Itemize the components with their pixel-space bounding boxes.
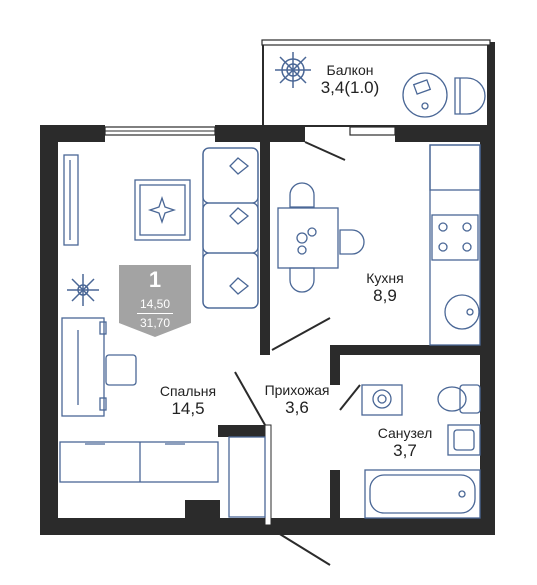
badge-total-area: 31,70 bbox=[139, 316, 171, 330]
bedroom-label: Спальня 14,5 bbox=[148, 383, 228, 419]
snowflake-icon bbox=[67, 274, 99, 306]
bathroom-furniture bbox=[361, 384, 481, 519]
balcony-label: Балкон 3,4(1.0) bbox=[315, 62, 385, 98]
badge-shape bbox=[119, 265, 191, 337]
kitchen-area: 8,9 bbox=[373, 286, 397, 305]
balcony-furniture bbox=[402, 72, 486, 118]
bedroom-furniture bbox=[59, 147, 266, 518]
kitchen-furniture bbox=[277, 144, 481, 346]
kitchen-label: Кухня 8,9 bbox=[355, 270, 415, 306]
apartment-badge: 1 14,50 31,70 bbox=[119, 265, 191, 337]
badge-divider bbox=[137, 313, 173, 314]
kitchen-name: Кухня bbox=[366, 270, 404, 286]
badge-living-area: 14,50 bbox=[139, 297, 171, 311]
bathroom-area: 3,7 bbox=[393, 441, 417, 460]
bedroom-area: 14,5 bbox=[171, 399, 205, 418]
hallway-label: Прихожая 3,6 bbox=[252, 382, 342, 418]
badge-room-count: 1 bbox=[148, 267, 162, 292]
bathroom-label: Санузел 3,7 bbox=[365, 425, 445, 461]
bedroom-name: Спальня bbox=[159, 383, 217, 399]
hallway-name: Прихожая bbox=[264, 382, 330, 398]
star-icon bbox=[147, 195, 177, 225]
snowflake-icon bbox=[275, 52, 311, 88]
balcony-area: 3,4(1.0) bbox=[320, 78, 380, 97]
bathroom-name: Санузел bbox=[377, 425, 433, 441]
hallway-area: 3,6 bbox=[285, 398, 309, 417]
balcony-name: Балкон bbox=[326, 62, 374, 78]
badge-fill bbox=[119, 265, 191, 337]
windows bbox=[104, 39, 491, 136]
